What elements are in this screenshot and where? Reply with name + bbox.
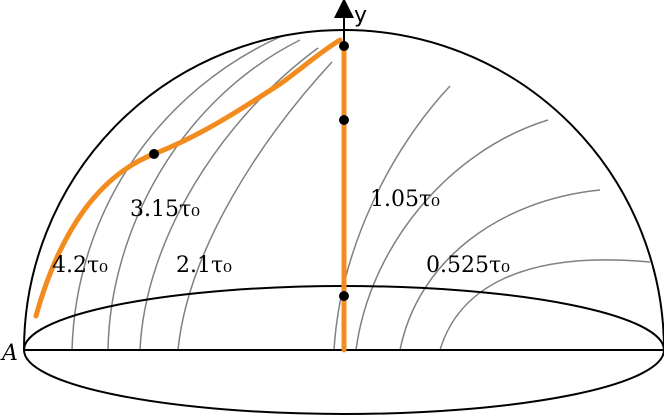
contour-label-4-2: 4.2τ₀: [52, 253, 108, 278]
contour-label-3-15: 3.15τ₀: [130, 197, 200, 222]
contour-lines: [71, 35, 651, 351]
contour-curve-6: [355, 119, 549, 351]
point-curve: [149, 149, 159, 159]
point-a-label: A: [0, 341, 18, 366]
contour-curve-8: [439, 259, 651, 351]
point-middle: [339, 115, 349, 125]
contour-curve-2: [107, 39, 301, 351]
contour-curve-5: [333, 85, 451, 351]
trajectory-paths: [33, 37, 347, 353]
y-axis-label: y: [354, 3, 367, 28]
point-lower: [339, 291, 349, 301]
point-top: [339, 41, 349, 51]
contour-curve-4: [177, 61, 333, 351]
contour-label-0-525: 0.525τ₀: [426, 253, 510, 278]
contour-label-2-1: 2.1τ₀: [176, 253, 232, 278]
trajectory-points: [149, 41, 349, 301]
contour-curve-3: [139, 47, 319, 351]
curved-trajectory: [33, 37, 343, 319]
contour-curve-1: [71, 35, 283, 351]
contour-curve-7: [399, 189, 601, 351]
contour-label-1-05: 1.05τ₀: [370, 187, 440, 212]
